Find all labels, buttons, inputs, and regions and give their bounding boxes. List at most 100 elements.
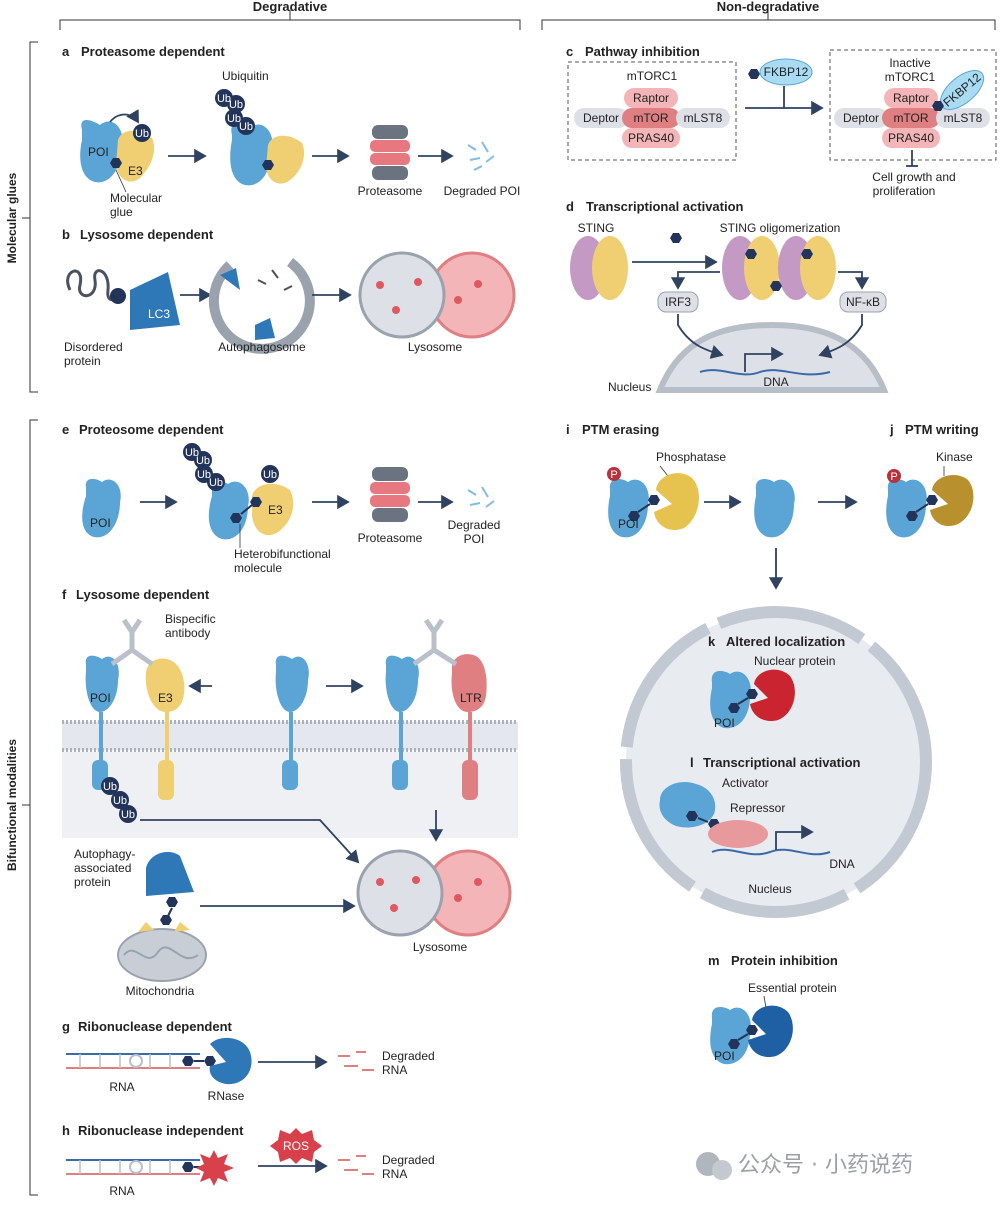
essential-protein-label: Essential protein (748, 981, 837, 995)
nfkb-label: NF-κB (846, 295, 880, 309)
svg-text:Ub: Ub (121, 809, 135, 821)
proteasome-label: Proteasome (358, 184, 423, 198)
repressor-label: Repressor (730, 801, 785, 815)
mlst8-label-2: mLST8 (944, 111, 983, 125)
sting-oligomerization-label: STING oligomerization (720, 221, 841, 235)
arrow-d2 (670, 271, 720, 290)
autophagy-label-3: protein (74, 875, 111, 889)
panel-g-letter: g (62, 1019, 70, 1034)
degraded-fragments-icon (467, 141, 495, 171)
panel-l: l Transcriptional activation Activator R… (659, 755, 861, 896)
autolysosome-shape (358, 251, 446, 339)
poi-shape (80, 120, 123, 183)
disordered-label-2: protein (64, 354, 101, 368)
watermark-text: 公众号 · 小药说药 (738, 1153, 913, 1178)
mtorc1-box (567, 61, 737, 161)
ub-ball (133, 124, 151, 142)
autophagy-label-2: associated (74, 861, 131, 875)
inactive-label-1: Inactive (889, 56, 931, 70)
panel-m-letter: m (708, 953, 720, 968)
ub-text: Ub (135, 128, 149, 140)
deptor-label-2: Deptor (843, 111, 879, 125)
svg-text:Ub: Ub (185, 447, 199, 459)
panel-c: c Pathway inhibition mTORC1 Raptor Depto… (566, 44, 997, 198)
ltr-label: LTR (460, 691, 482, 705)
panel-d: d Transcriptional activation STING STING… (566, 199, 889, 394)
panel-k-title: Altered localization (726, 634, 845, 649)
phospho-p-j: P (890, 471, 897, 483)
disordered-protein-chain (66, 269, 122, 302)
dna-label-l: DNA (829, 857, 854, 871)
growth-label-1: Cell growth and (872, 170, 955, 184)
panel-g: g Ribonuclease dependent RNA RNase Degra… (62, 1019, 435, 1103)
ubiquitin-chain: Ub Ub Ub Ub (215, 89, 255, 135)
degraded-poi-label: Degraded POI (444, 184, 521, 198)
poi-label-k: POI (714, 716, 735, 730)
nucleus-label-d: Nucleus (608, 380, 651, 394)
side-brackets: Molecular glues Bifunctional modalities (5, 41, 38, 1196)
ubiquitin-label: Ubiquitin (222, 69, 269, 83)
ubiquitination-arrow (109, 109, 139, 124)
panel-a: a Proteasome dependent Ub POI E3 Molecul… (62, 44, 520, 219)
lc3-shape (130, 272, 180, 330)
mtor-label-2: mTOR (893, 111, 928, 125)
panel-a-title: Proteasome dependent (81, 44, 225, 59)
inactive-label-2: mTORC1 (885, 70, 936, 84)
poi-center-ij (754, 479, 795, 538)
panel-g-title: Ribonuclease dependent (78, 1019, 233, 1034)
panel-b: b Lysosome dependent LC3 Disordered prot… (62, 227, 516, 368)
poi-shape-e (82, 478, 121, 538)
e3-shape-2 (266, 135, 305, 184)
rnase-label: RNase (208, 1089, 245, 1103)
degraded-label-e1: Degraded (448, 518, 501, 532)
nuclear-protein-label: Nuclear protein (754, 654, 835, 668)
ros-burst (270, 1128, 322, 1164)
phospho-p-i: P (610, 469, 617, 481)
growth-label-2: proliferation (873, 184, 936, 198)
mitochondria-shape (117, 928, 207, 982)
fkbp12-label: FKBP12 (764, 65, 809, 79)
disordered-label-1: Disordered (64, 340, 123, 354)
autophagy-label-1: Autophagy- (74, 847, 135, 861)
e3-shape-e (252, 483, 294, 536)
panel-j: j PTM writing Kinase P (886, 422, 979, 538)
degraded-label-h1: Degraded (382, 1153, 435, 1167)
ub-chain-f: Ub Ub Ub (101, 777, 137, 823)
svg-text:Ub: Ub (103, 781, 117, 793)
degraded-rna-g (338, 1051, 374, 1071)
poi-label-m: POI (714, 1049, 735, 1063)
panel-i-title: PTM erasing (582, 422, 659, 437)
molecular-glue-label-2: glue (110, 205, 133, 219)
panel-h: h Ribonuclease independent RNA ROS Degra… (62, 1123, 435, 1198)
watermark: 公众号 · 小药说药 (696, 1152, 913, 1180)
arrow-d3 (838, 271, 870, 290)
autophagosome-membrane (208, 257, 315, 354)
e3-label-f: E3 (158, 691, 173, 705)
column-headers: Degradative Non-degradative (59, 0, 996, 30)
molecular-glue-label-1: Molecular (110, 191, 162, 205)
raptor-label-2: Raptor (893, 91, 929, 105)
rna-label-g: RNA (109, 1080, 134, 1094)
poi-label-f: POI (90, 691, 111, 705)
svg-text:Ub: Ub (196, 455, 210, 467)
side-label-molecular-glues: Molecular glues (5, 172, 19, 263)
rnase-shape (209, 1037, 252, 1085)
poi-label-i: POI (618, 517, 639, 531)
nuclear-protein-shape (750, 669, 795, 722)
activator-label: Activator (722, 776, 769, 790)
hetero-label-1: Heterobifunctional (234, 547, 331, 561)
deptor-label: Deptor (583, 111, 619, 125)
panel-c-title: Pathway inhibition (585, 44, 700, 59)
photosensitizer-star (196, 1150, 234, 1186)
degraded-fragments-e (467, 486, 495, 508)
svg-text:Ub: Ub (209, 477, 223, 489)
panel-e-title: Proteosome dependent (79, 422, 224, 437)
svg-text:Ub: Ub (263, 469, 277, 481)
degraded-rna-h (338, 1155, 374, 1175)
panel-f: f Lysosome dependent Bispecific antibody… (62, 587, 518, 998)
nucleus-large (620, 606, 932, 918)
phosphatase-label: Phosphatase (656, 450, 726, 464)
dna-strand-l (711, 848, 831, 856)
mlst8-label: mLST8 (684, 111, 723, 125)
